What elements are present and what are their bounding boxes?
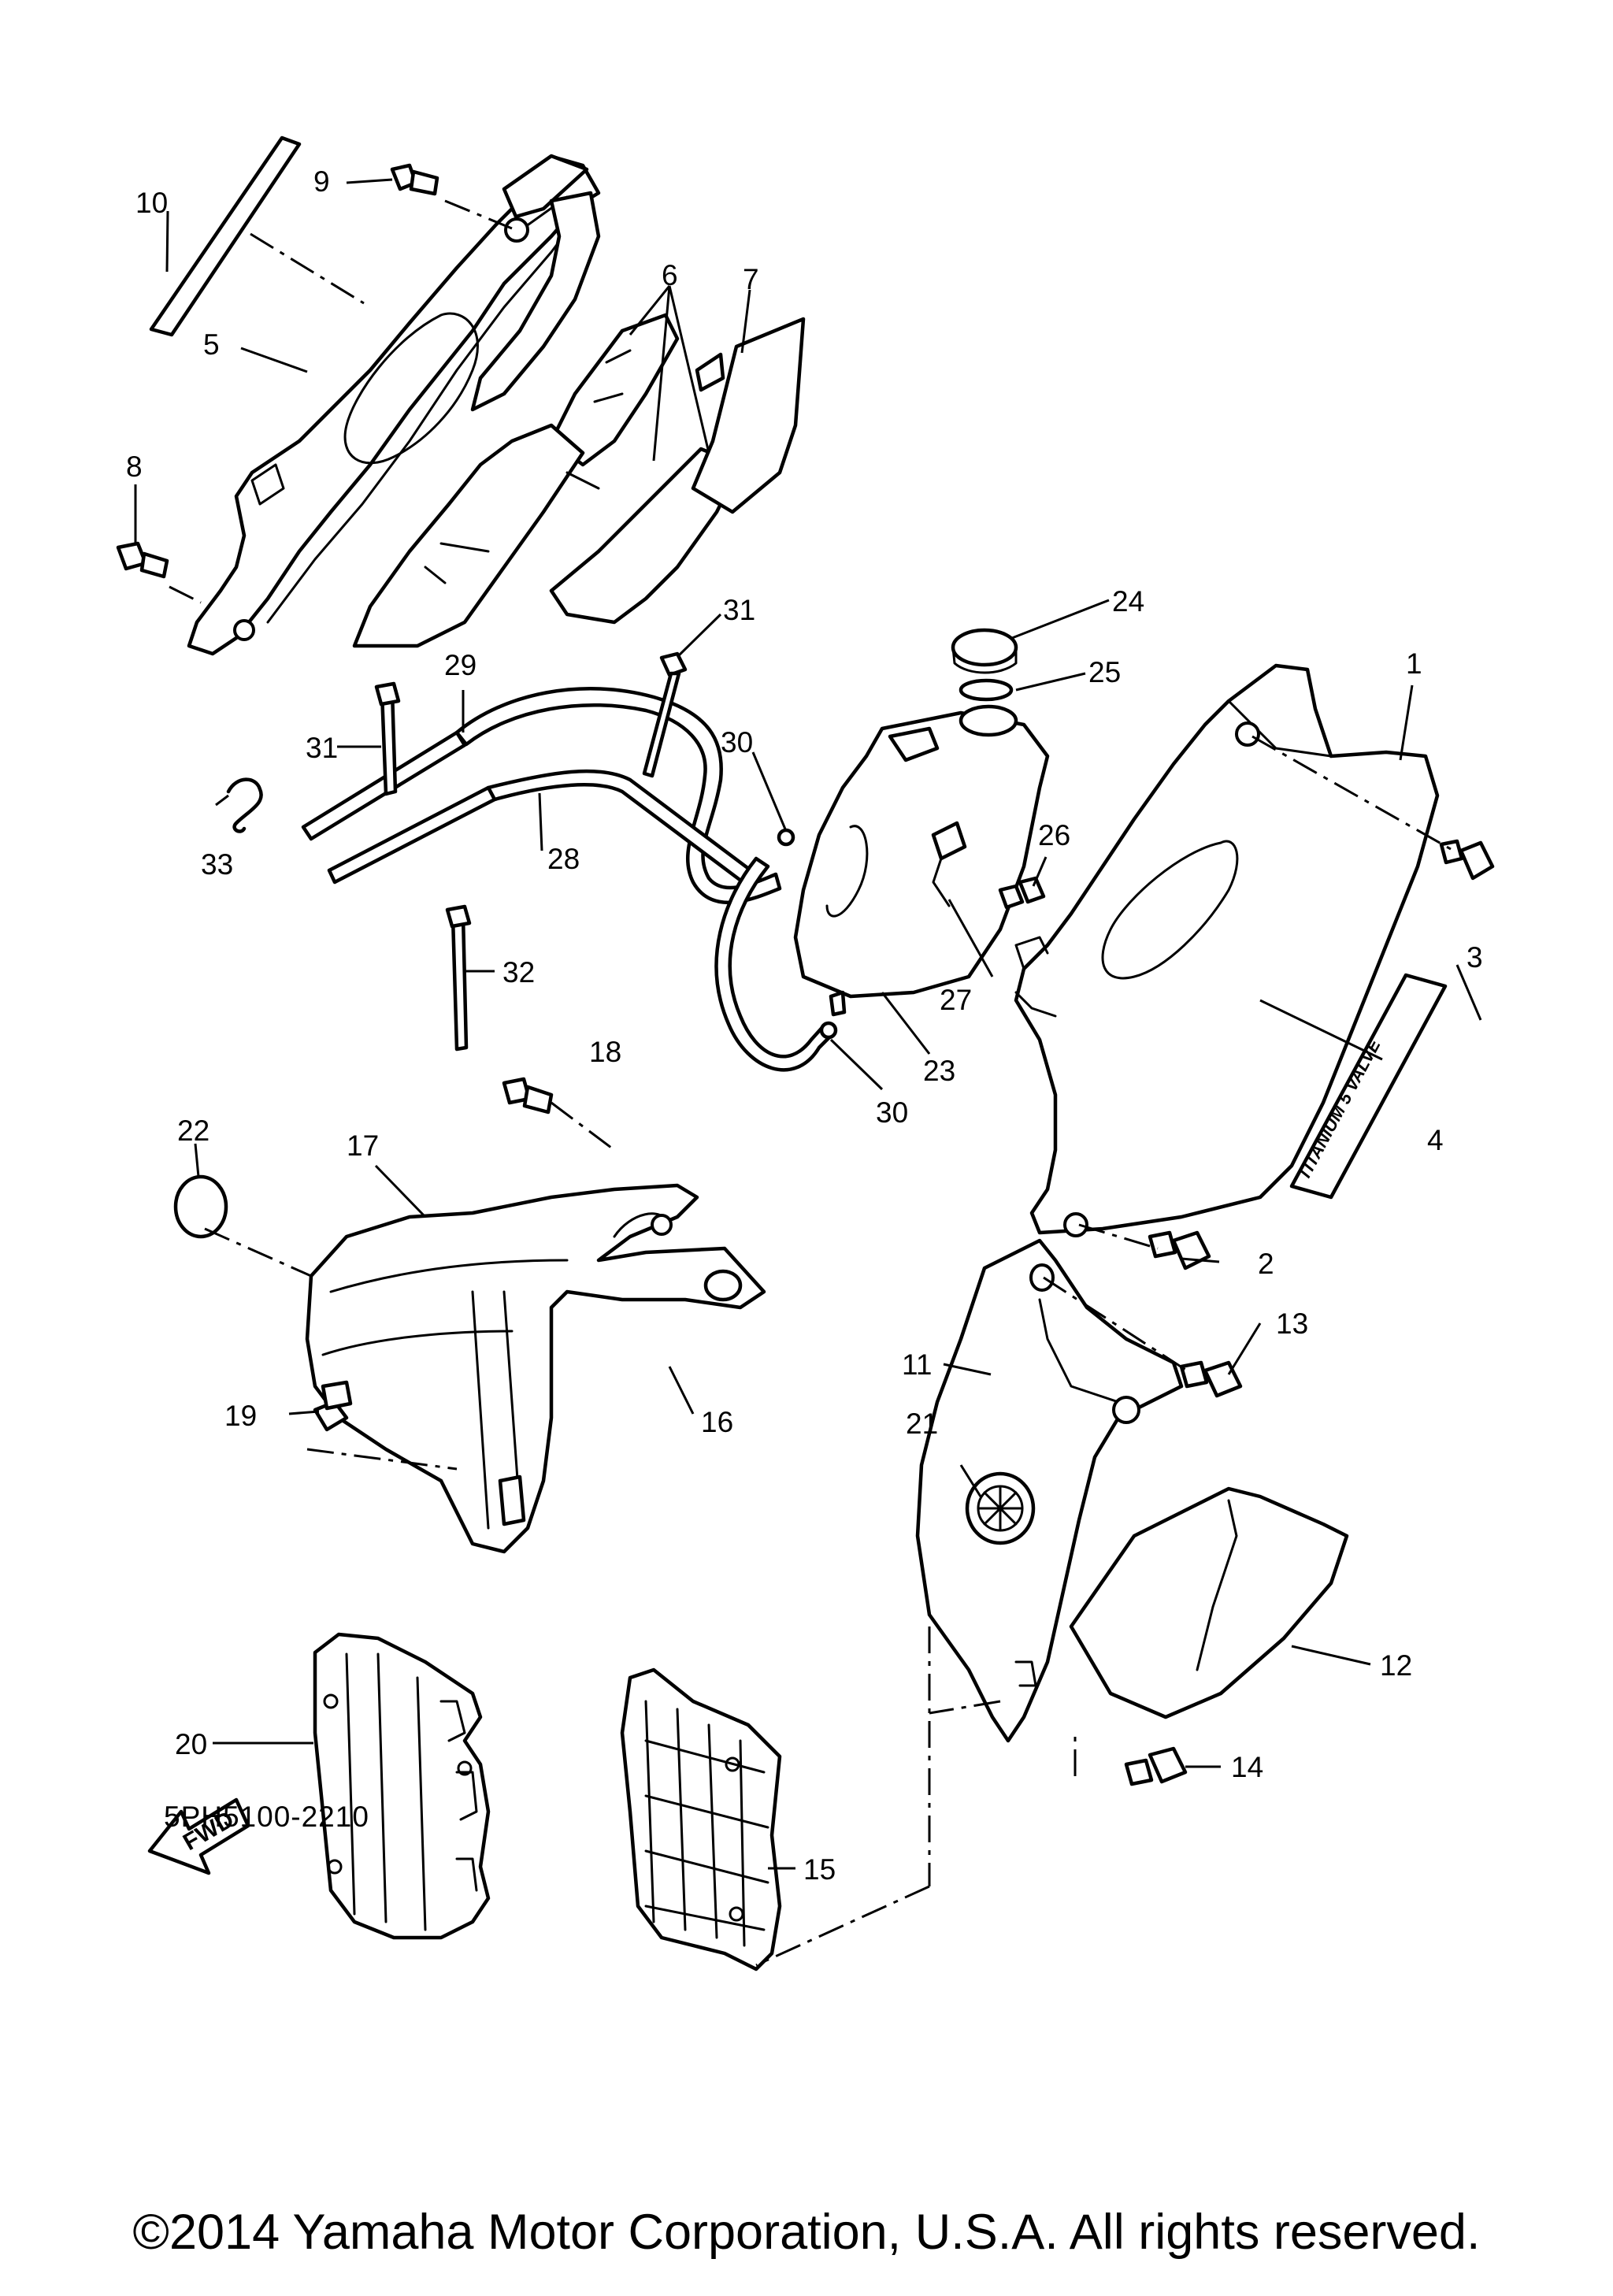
callout-21: 21 [906, 1408, 938, 1440]
callout-20: 20 [175, 1728, 207, 1760]
callout-6: 6 [662, 259, 678, 291]
diagram-code: 5PH5100-2210 [164, 1801, 369, 1833]
callout-7: 7 [743, 263, 759, 295]
callout-19: 19 [224, 1400, 257, 1432]
part-22-cap [173, 1174, 228, 1239]
part-18-bolt [502, 1077, 554, 1115]
alignment-lines [169, 199, 1452, 1967]
part-31-tie-lower [451, 914, 469, 1052]
part-26-bolt [998, 876, 1046, 910]
callout-8: 8 [126, 451, 143, 483]
part-5-strut [470, 191, 601, 412]
callout-4: 4 [1427, 1124, 1444, 1156]
callout-23: 23 [923, 1055, 955, 1087]
part-7-pad [691, 317, 806, 514]
callout-9: 9 [313, 165, 330, 198]
part-8-bolt [116, 541, 169, 579]
part-29-hose [301, 686, 782, 904]
leader-lines [134, 178, 1482, 1870]
callout-2: 2 [1258, 1248, 1274, 1280]
part-15-grille [620, 1667, 782, 1971]
part-14-bolt [1124, 1746, 1188, 1786]
callout-30-upper: 30 [721, 726, 753, 759]
callout-30-lower: 30 [876, 1096, 908, 1129]
part-10-decal [149, 135, 302, 337]
part-6-pad-b [352, 423, 585, 648]
callout-25: 25 [1088, 656, 1121, 688]
part-25-seal [959, 678, 1014, 702]
part-13-bolt [1179, 1360, 1243, 1398]
callout-12: 12 [1380, 1649, 1412, 1682]
callout-16: 16 [701, 1406, 733, 1438]
callout-10: 10 [135, 187, 168, 219]
callout-24: 24 [1112, 585, 1144, 618]
callout-28: 28 [547, 843, 580, 875]
part-17-shroud [305, 1183, 766, 1554]
callout-31-upper: 31 [306, 732, 338, 764]
part-9-bolt [390, 163, 439, 196]
part-24-cap [951, 628, 1018, 667]
part-2-bolt [1148, 1230, 1211, 1270]
callout-14: 14 [1231, 1751, 1263, 1783]
part-32-tie-tail [642, 671, 681, 778]
part-21-emblem [965, 1471, 1036, 1545]
part-3-bolt [1439, 839, 1495, 881]
callout-11: 11 [902, 1348, 932, 1381]
callout-labels: 10 9 5 8 6 7 24 25 1 31 29 31 30 26 33 2… [126, 165, 1483, 1886]
callout-29: 29 [444, 649, 476, 681]
callout-13: 13 [1276, 1307, 1308, 1340]
part-12-pad [1069, 1486, 1349, 1719]
callout-15: 15 [803, 1853, 836, 1886]
part-23-tank [793, 704, 1050, 1017]
part-7-tab [695, 352, 725, 392]
copyright-notice: ©2014 Yamaha Motor Corporation, U.S.A. A… [132, 2205, 1481, 2260]
callout-5: 5 [203, 328, 220, 361]
part-27-bracket [932, 857, 951, 907]
callout-3: 3 [1467, 941, 1483, 974]
callout-26: 26 [1038, 819, 1070, 851]
part-19-bolt [313, 1380, 353, 1432]
callout-31-lower: 32 [502, 956, 535, 989]
part-31-tie-upper [380, 688, 398, 796]
part-6-pad-a [549, 313, 680, 467]
callout-17: 17 [347, 1129, 379, 1162]
callout-27: 27 [940, 984, 972, 1016]
part-11-side-cover [915, 1238, 1184, 1743]
part-31-tie-head-upper [374, 681, 401, 707]
callout-33: 33 [201, 848, 233, 881]
callout-1: 1 [1406, 647, 1422, 680]
part-1-side-panel [1014, 663, 1440, 1237]
callout-18: 18 [589, 1036, 621, 1068]
part-30-clamp-lower [819, 1021, 838, 1040]
part-33-clip [226, 777, 263, 833]
callout-22: 22 [177, 1115, 210, 1147]
part-20-louver [313, 1632, 491, 1940]
callout-32: 31 [723, 594, 755, 626]
part-30-clamp-upper [777, 828, 795, 847]
part-31-tie-head-lower [445, 904, 472, 929]
part-32-tie [659, 651, 688, 677]
